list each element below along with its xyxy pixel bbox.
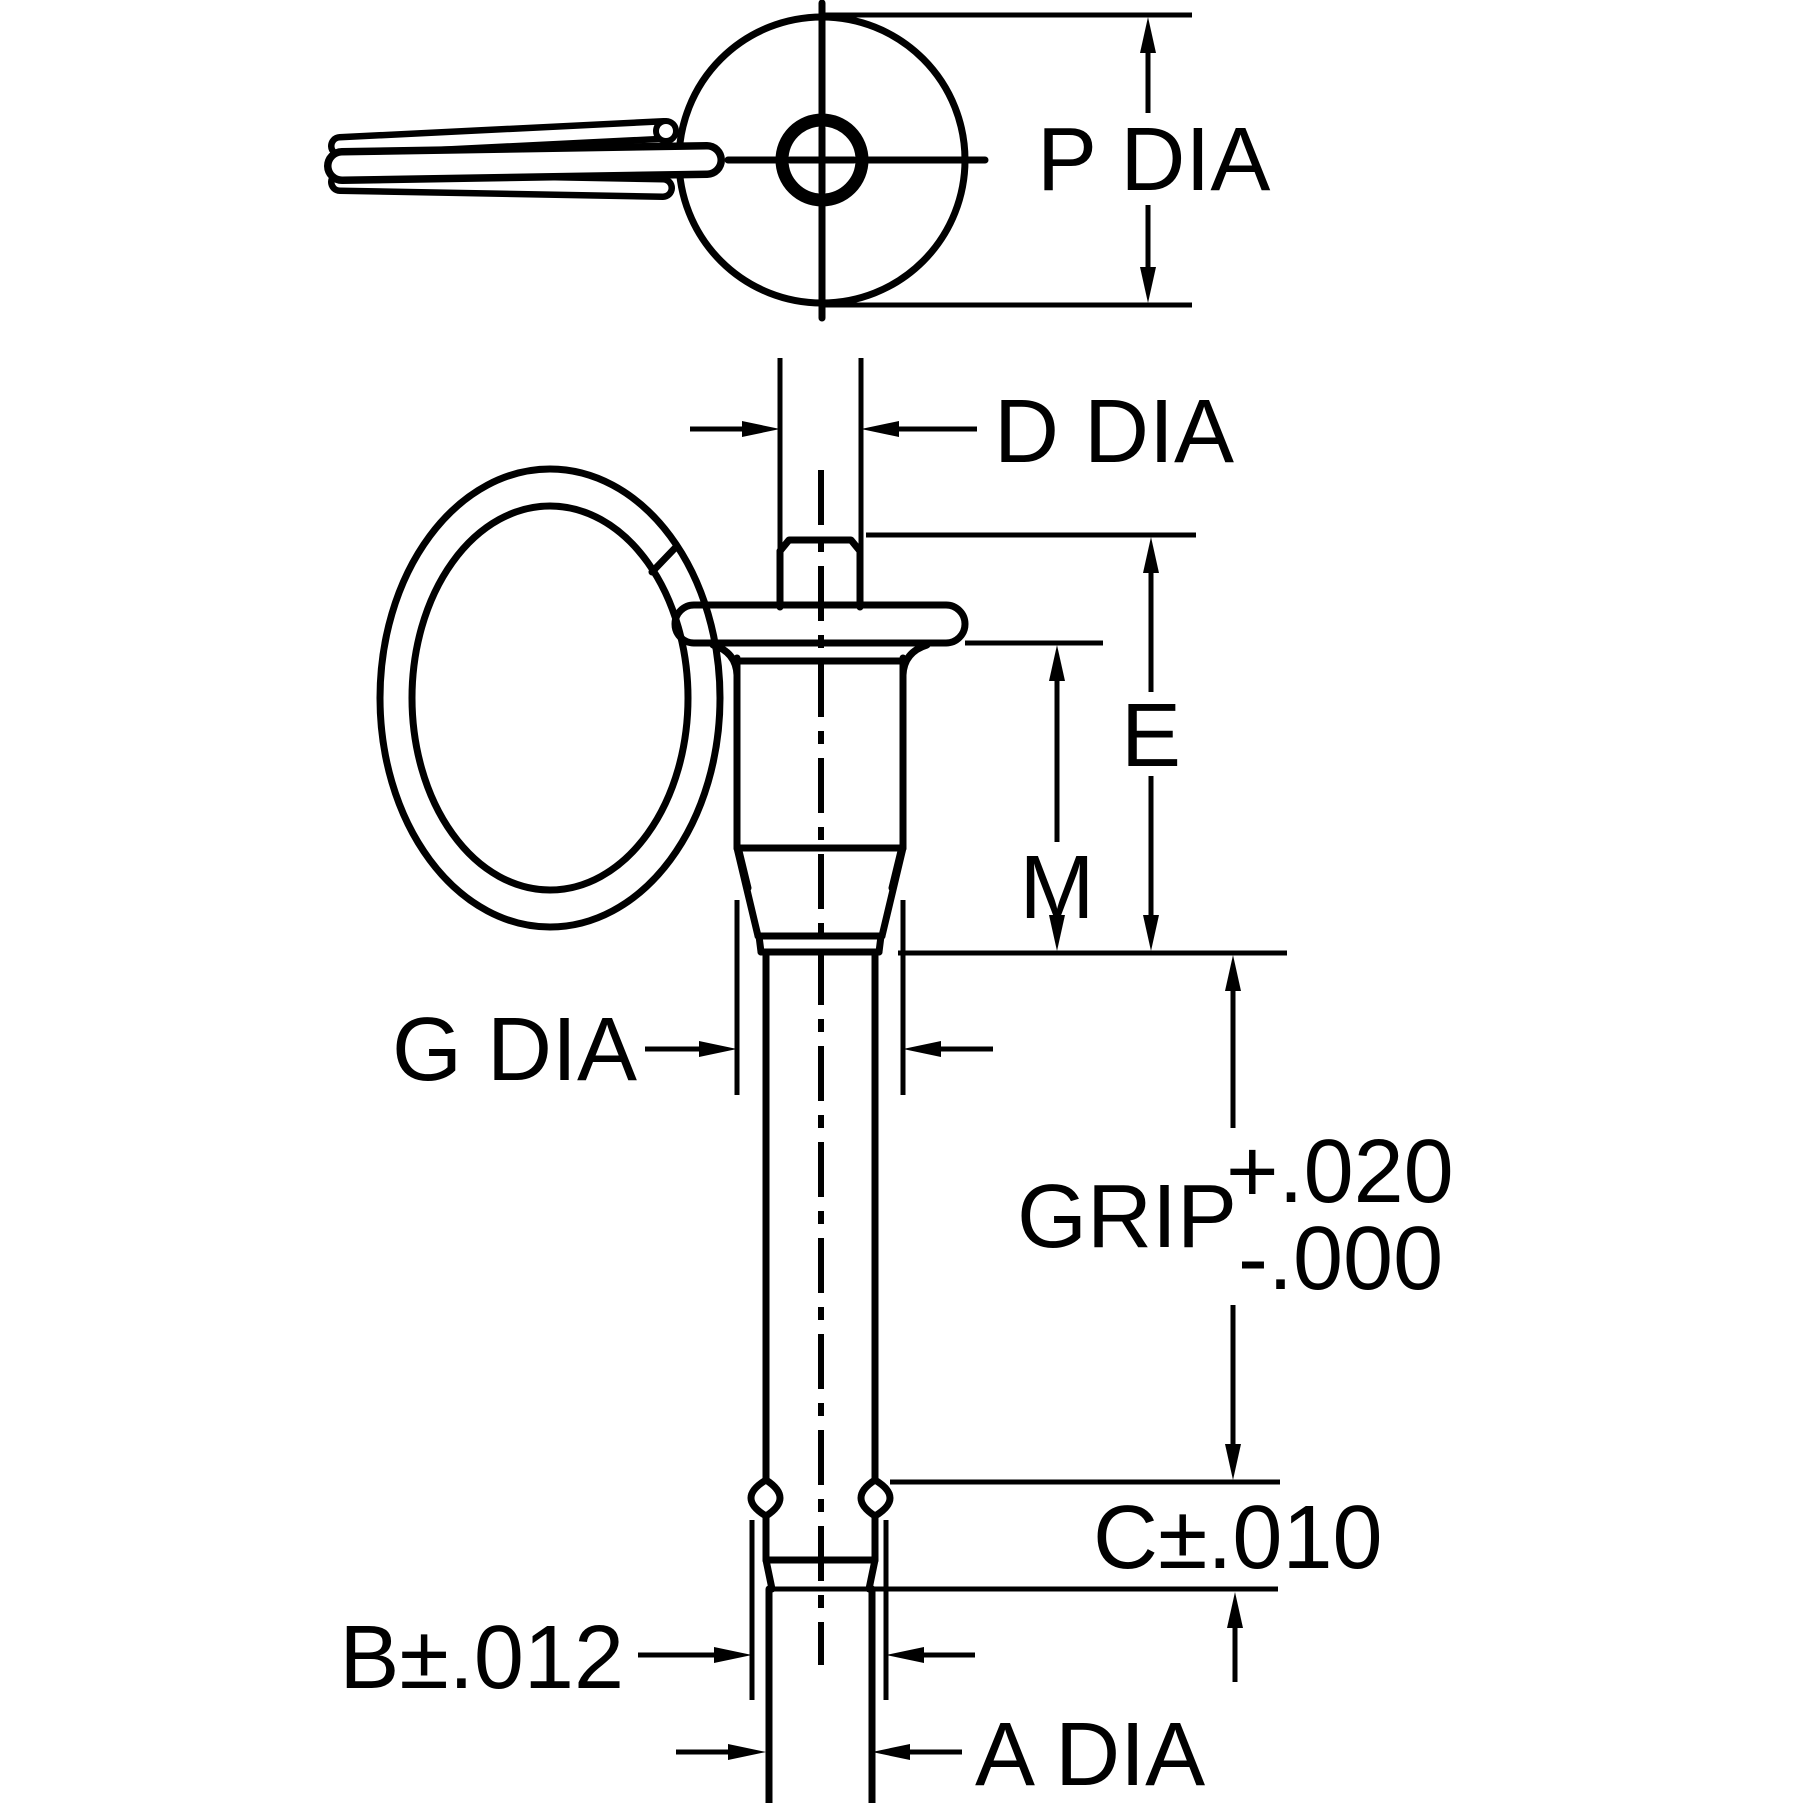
- grip-tolerance-minus-label: -.000: [1238, 1209, 1443, 1309]
- front-view: [376, 465, 969, 1803]
- top-view: [324, 0, 989, 322]
- c-arrow-up: [1227, 1592, 1243, 1628]
- d-arrow-left: [742, 421, 780, 437]
- ring-inner-edge: [408, 502, 692, 894]
- dim-d-dia: D DIA: [690, 358, 1234, 588]
- sleeve-lip-left: [735, 847, 752, 892]
- dim-c: C±.010: [772, 1488, 1383, 1682]
- a-arrow-right: [872, 1744, 910, 1760]
- p-arrow-up: [1140, 17, 1156, 53]
- pin-head: [709, 641, 931, 956]
- m-arrow-up: [1049, 645, 1065, 681]
- pin-shank: [747, 948, 894, 1803]
- g-dia-label: G DIA: [392, 1000, 637, 1100]
- dim-e: E: [866, 532, 1196, 951]
- dim-a-dia: A DIA: [676, 1705, 1205, 1803]
- grip-label: GRIP: [1017, 1167, 1237, 1267]
- dim-p-dia: P DIA: [825, 12, 1270, 308]
- tip-chamfer-right: [865, 1556, 879, 1593]
- ring-outer-edge: [376, 465, 724, 931]
- lanyard-loop: [324, 118, 725, 200]
- grip-arrow-down: [1225, 1444, 1241, 1480]
- d-arrow-right: [861, 421, 899, 437]
- p-arrow-down: [1140, 267, 1156, 303]
- dim-b: B±.012: [339, 1520, 975, 1708]
- b-arrow-left: [714, 1647, 752, 1663]
- g-arrow-right: [903, 1041, 941, 1057]
- g-arrow-left: [699, 1041, 737, 1057]
- head-fillet-right: [899, 641, 931, 679]
- lanyard-tube-end: [653, 118, 679, 144]
- lock-ball-left: [747, 1476, 784, 1520]
- e-label: E: [1121, 686, 1181, 786]
- b-arrow-right: [886, 1647, 924, 1663]
- a-dia-label: A DIA: [975, 1705, 1205, 1803]
- pull-ring: [376, 465, 724, 931]
- e-arrow-down: [1143, 915, 1159, 951]
- lanyard-ferrule-fill: [331, 149, 718, 177]
- dim-g-dia: G DIA: [392, 900, 993, 1100]
- m-arrow-down: [1049, 915, 1065, 951]
- lanyard-upper-strand-fill: [334, 124, 670, 152]
- grip-arrow-up: [1225, 955, 1241, 991]
- c-label: C±.010: [1093, 1488, 1383, 1588]
- d-dia-label: D DIA: [994, 382, 1234, 482]
- dim-grip: GRIP +.020 -.000: [890, 955, 1454, 1485]
- p-dia-label: P DIA: [1037, 110, 1270, 210]
- a-arrow-left: [728, 1744, 766, 1760]
- lock-ball-right: [857, 1476, 894, 1520]
- e-arrow-up: [1143, 537, 1159, 573]
- ring-split-mark: [648, 543, 680, 576]
- center-mark: [786, 124, 858, 196]
- tip-chamfer-left: [762, 1556, 776, 1593]
- grip-tolerance-plus-label: +.020: [1226, 1122, 1454, 1222]
- sleeve-lip-right: [888, 847, 905, 892]
- b-label: B±.012: [339, 1608, 624, 1708]
- m-label: M: [1020, 838, 1095, 938]
- dim-m: M: [965, 640, 1103, 951]
